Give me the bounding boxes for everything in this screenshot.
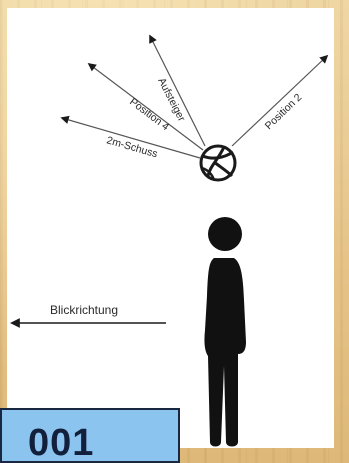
diagram-panel — [7, 8, 334, 448]
label-blickrichtung: Blickrichtung — [50, 303, 118, 317]
label-position-4: Position 4 — [127, 96, 171, 133]
arrow-2m-schuss: 2m-Schuss — [60, 115, 201, 160]
arrow-blickrichtung: Blickrichtung — [10, 303, 166, 328]
caption-box: 001 — [0, 408, 180, 463]
caption-number: 001 — [28, 422, 95, 463]
arrow-position-2: Position 2 — [231, 54, 329, 147]
arrow-aufsteiger: Aufsteiger — [149, 34, 206, 147]
person-silhouette-icon — [204, 217, 246, 447]
volleyball-icon — [199, 144, 237, 182]
